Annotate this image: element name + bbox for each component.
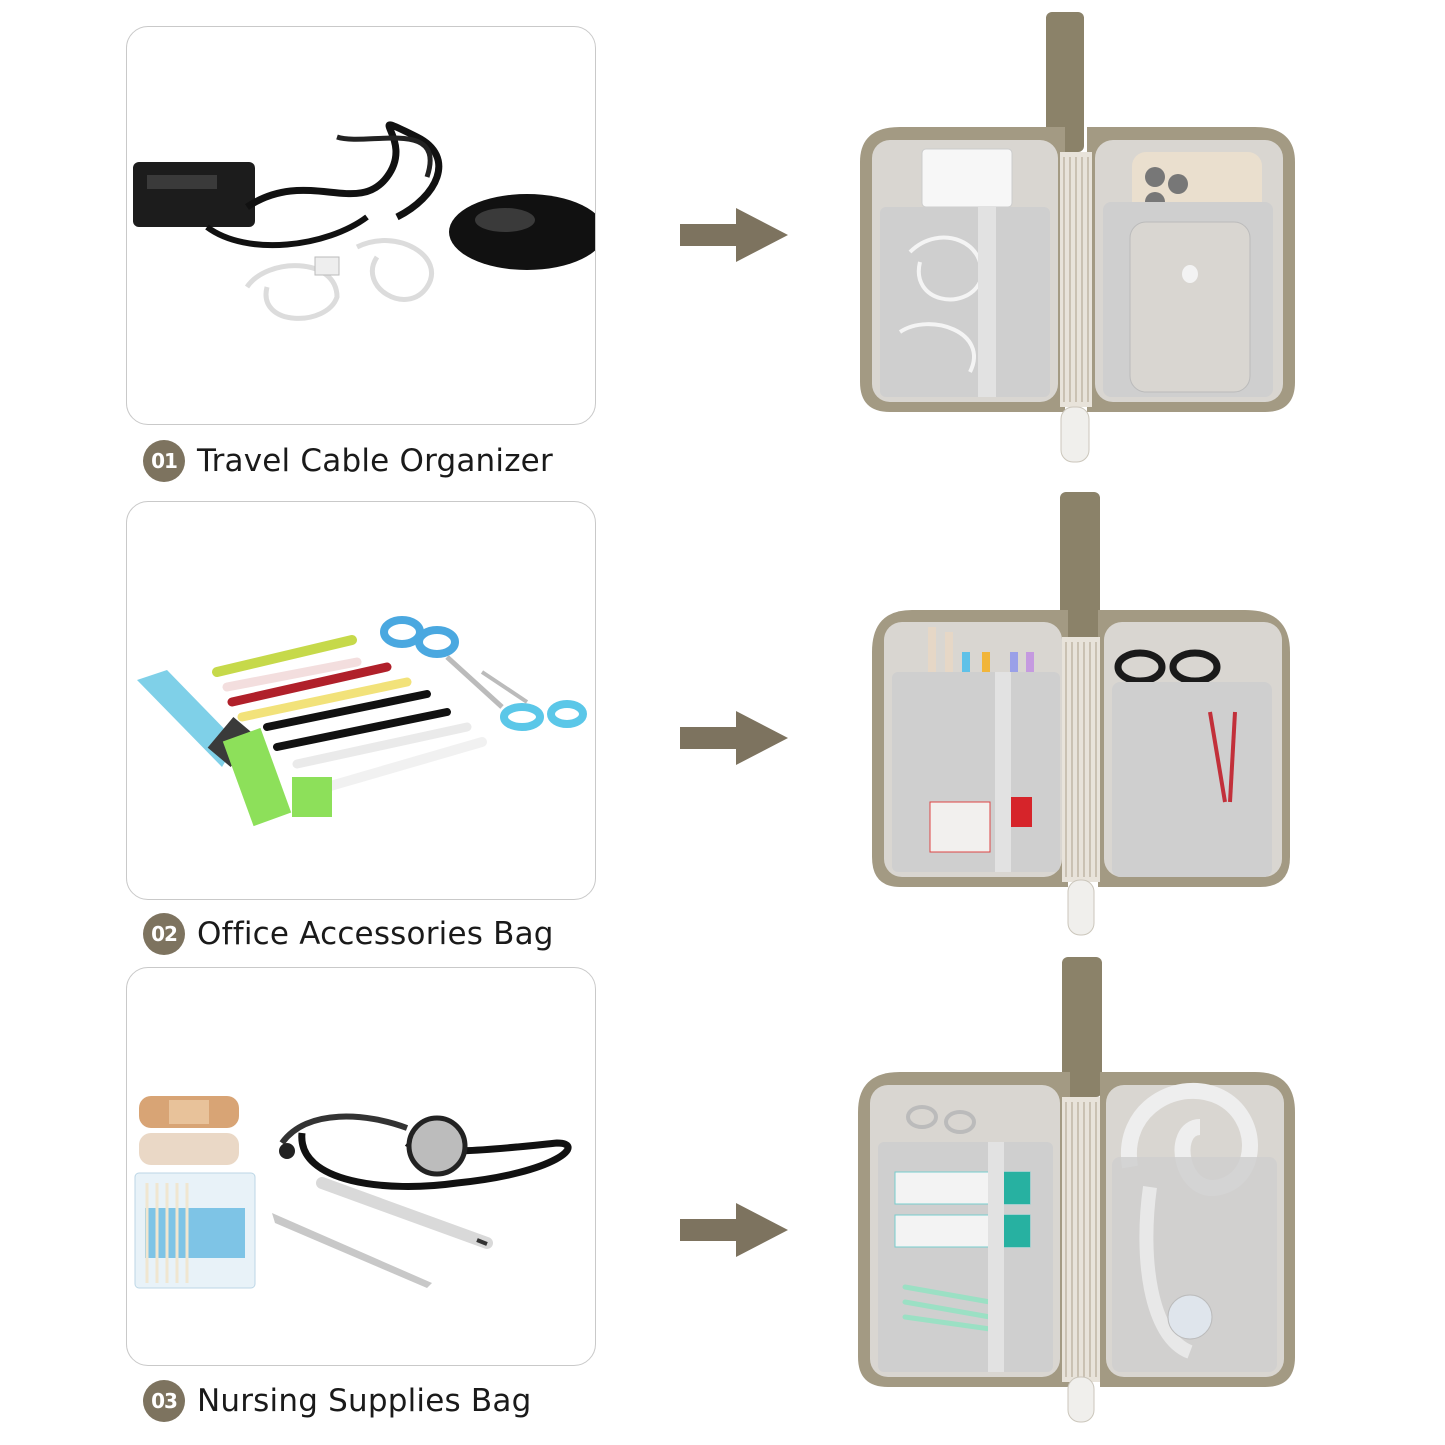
- row-title: Nursing Supplies Bag: [197, 1383, 532, 1419]
- step-number-badge: 02: [143, 913, 185, 955]
- step-number-badge: 03: [143, 1380, 185, 1422]
- caption-2: 02 Office Accessories Bag: [143, 913, 554, 955]
- cable-items-photo: [126, 26, 596, 425]
- arrow-right-icon: [680, 711, 788, 765]
- step-number-badge: 01: [143, 440, 185, 482]
- arrow-right-icon: [680, 208, 788, 262]
- caption-1: 01 Travel Cable Organizer: [143, 440, 553, 482]
- nursing-items-photo: [126, 967, 596, 1366]
- open-bag-office: [850, 492, 1302, 952]
- row-title: Travel Cable Organizer: [197, 443, 553, 479]
- caption-3: 03 Nursing Supplies Bag: [143, 1380, 532, 1422]
- open-bag-cables: [850, 12, 1302, 472]
- office-items-photo: [126, 501, 596, 900]
- row-title: Office Accessories Bag: [197, 916, 554, 952]
- arrow-right-icon: [680, 1203, 788, 1257]
- open-bag-nursing: [850, 957, 1302, 1423]
